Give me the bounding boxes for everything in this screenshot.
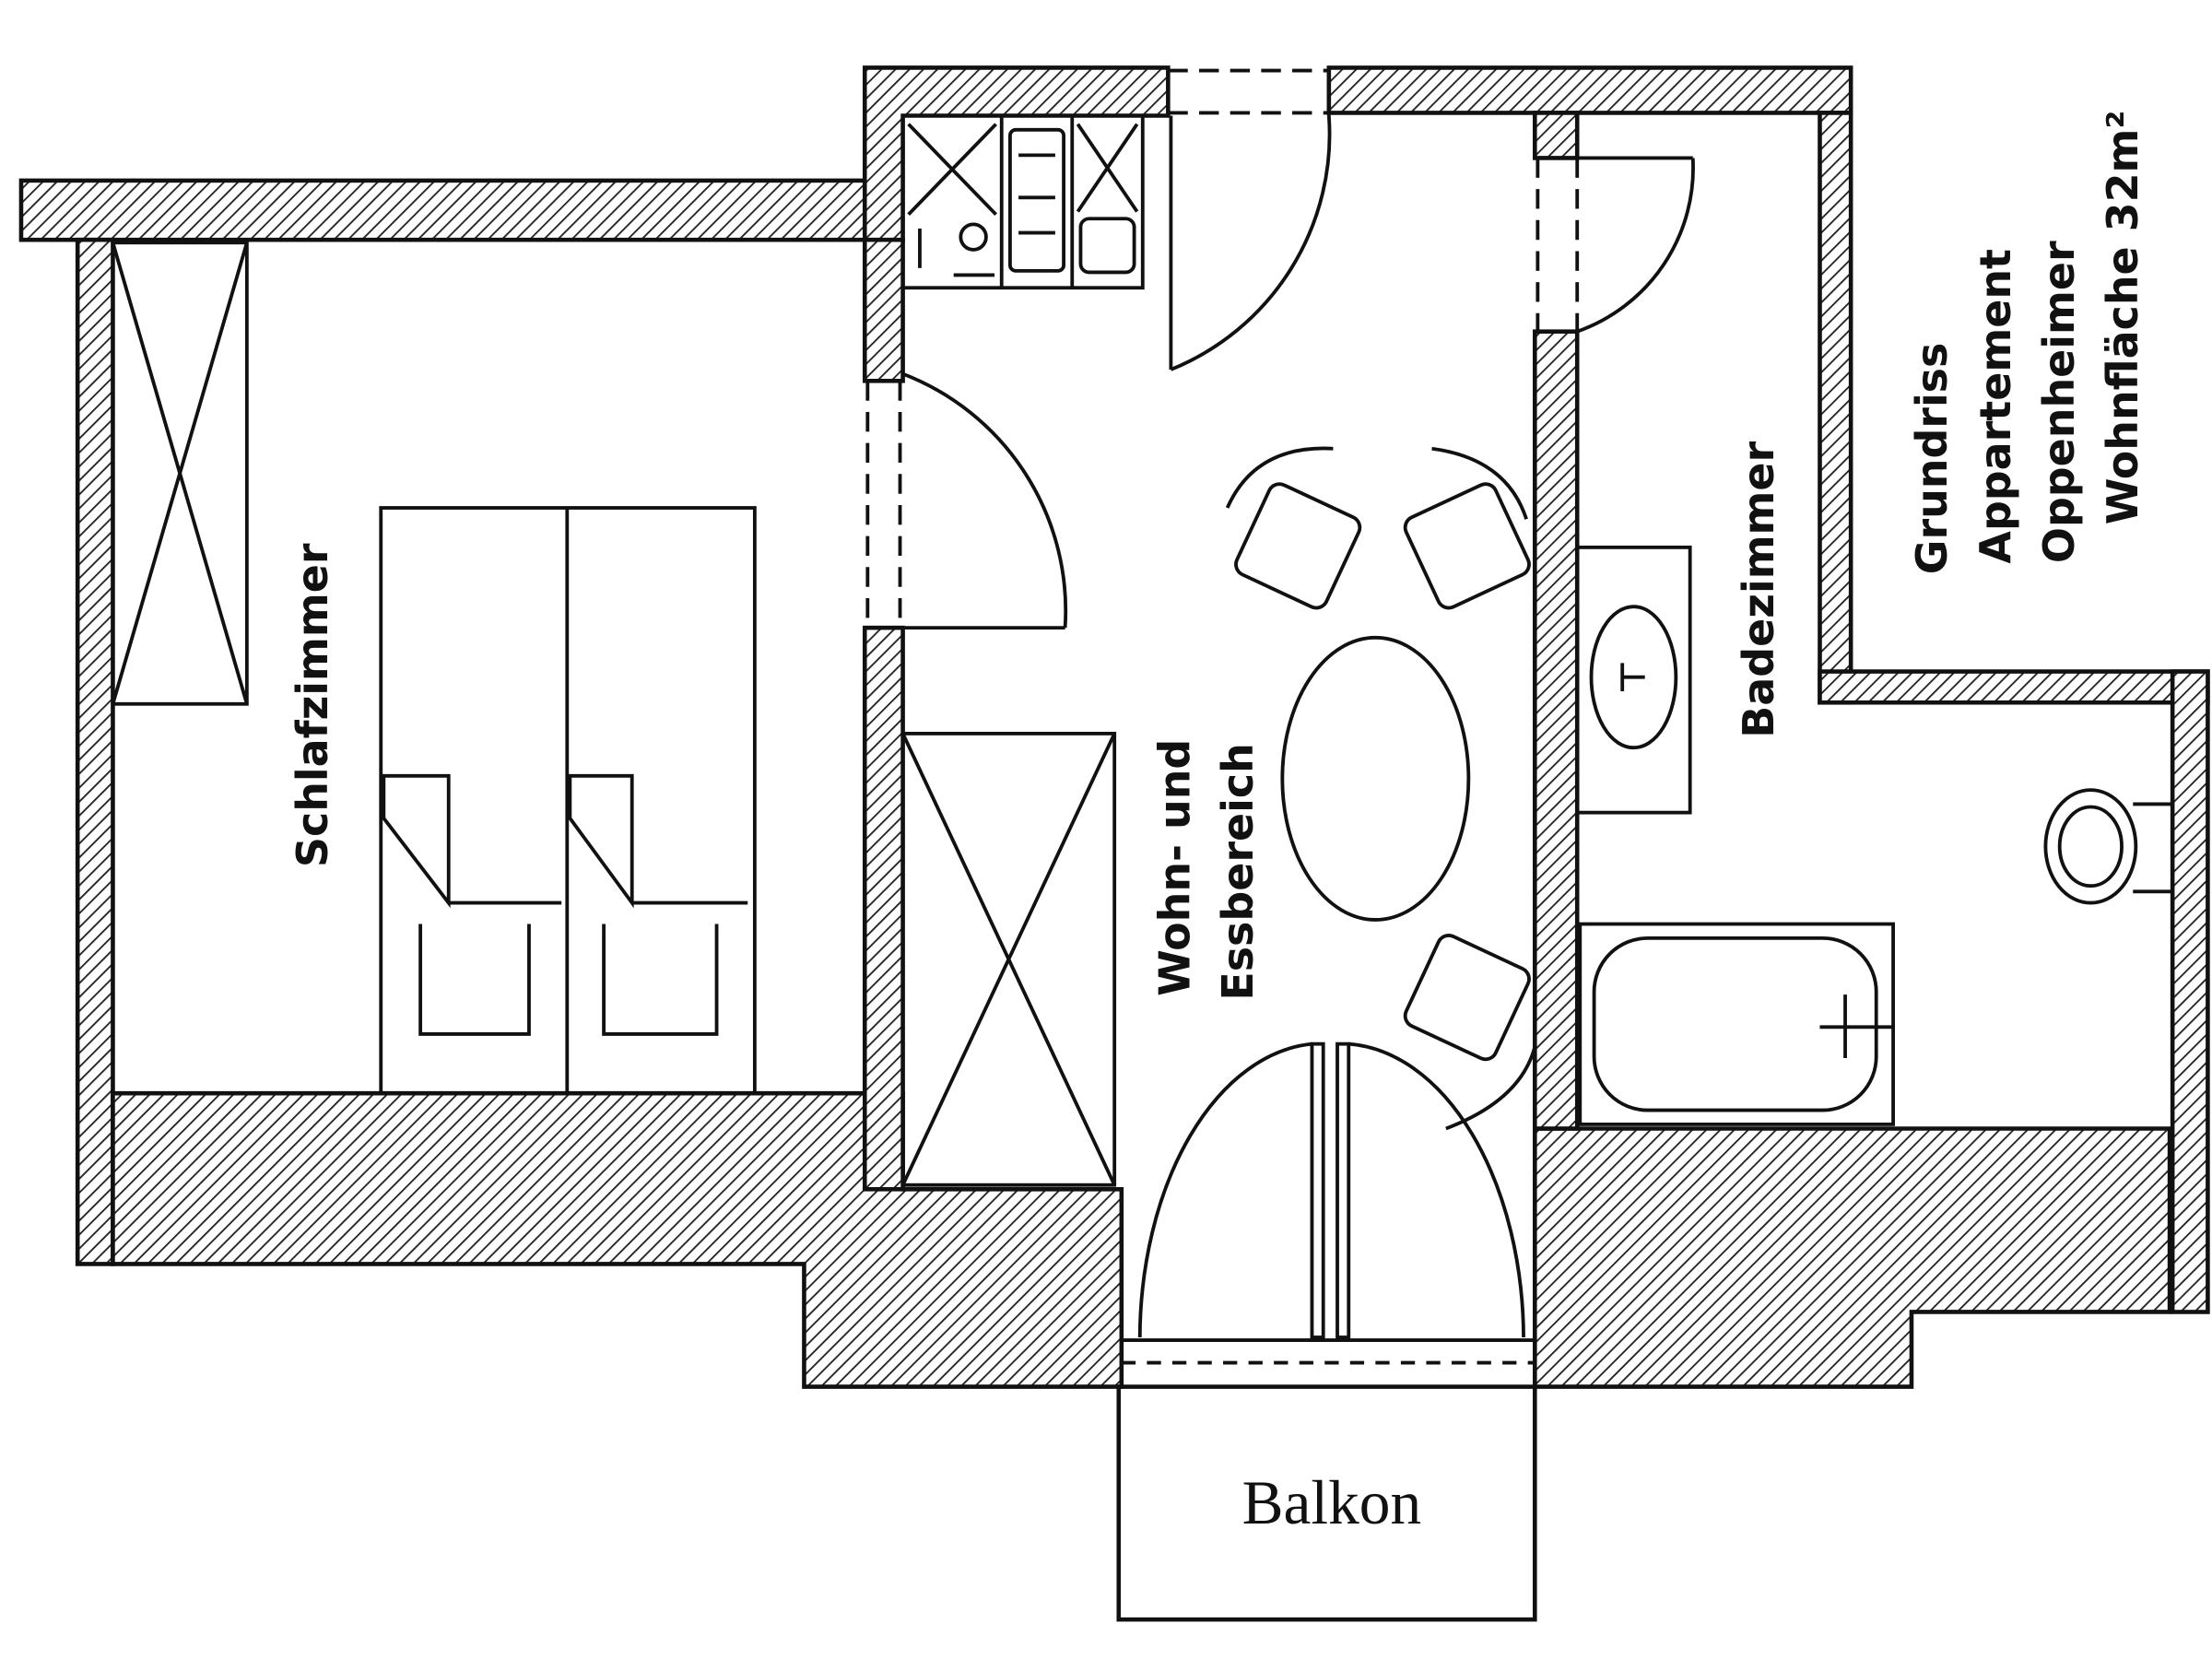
title-line1: Grundriss xyxy=(1907,343,1957,575)
chair-bottom-right xyxy=(1403,934,1537,1131)
wall-bath-left-lower xyxy=(1533,329,1580,1131)
wall-south xyxy=(111,1090,1124,1389)
bathroom-door xyxy=(1576,156,1695,334)
label-wohn-line2: Essbereich xyxy=(1213,743,1263,1000)
title-line3: Oppenheimer xyxy=(2034,241,2084,563)
dining-table xyxy=(1280,635,1471,922)
wall-right-lower xyxy=(2170,669,2210,1314)
closet-living xyxy=(900,732,1117,1187)
doors xyxy=(901,115,1695,1339)
wall-right-ledge xyxy=(1818,669,2210,705)
opening-bedroom xyxy=(865,379,903,630)
wall-bath-left-upper xyxy=(1533,111,1580,160)
label-balkon: Balkon xyxy=(1242,1468,1422,1537)
wall-bedroom-top xyxy=(18,178,870,242)
wall-bedroom-left xyxy=(75,237,115,1266)
bathroom-fixtures xyxy=(1575,545,2173,1126)
balcony-door-left xyxy=(1137,1041,1325,1339)
bathtub xyxy=(1578,922,1895,1126)
chair-top-left xyxy=(1225,446,1362,610)
chair-top-right xyxy=(1403,446,1531,610)
walls xyxy=(18,65,2210,1389)
dining-set xyxy=(1225,446,1537,1131)
double-bed xyxy=(379,506,757,1096)
wall-central-lower xyxy=(862,625,905,1192)
wall-central-upper xyxy=(862,237,905,383)
blanket-left xyxy=(418,924,531,1036)
title-line2: Appartement xyxy=(1971,249,2020,564)
washbasin xyxy=(1575,545,1692,815)
balcony-door-right xyxy=(1335,1041,1525,1339)
wall-top-mid xyxy=(1326,65,1853,115)
balcony-threshold xyxy=(1121,1338,1535,1389)
pillow-right xyxy=(568,773,748,909)
fridge-icon xyxy=(1076,123,1139,275)
label-badezimmer: Badezimmer xyxy=(1734,441,1783,738)
window-top xyxy=(1166,67,1331,116)
kitchenette xyxy=(900,113,1145,290)
title-line4: Wohnfläche 32m² xyxy=(2098,111,2147,525)
bedroom-door xyxy=(901,371,1068,630)
label-schlafzimmer: Schlafzimmer xyxy=(288,543,337,867)
label-wohn-line1: Wohn- und xyxy=(1149,739,1199,996)
bedroom-furniture xyxy=(111,241,757,1096)
blanket-right xyxy=(602,924,719,1036)
sink-icon xyxy=(1008,127,1065,273)
toilet xyxy=(2043,788,2173,905)
wardrobe-bedroom xyxy=(111,241,249,706)
opening-bath xyxy=(1535,156,1580,334)
wall-south-right xyxy=(1533,1126,2172,1389)
stove-icon xyxy=(907,123,997,277)
wall-right-upper xyxy=(1818,111,1853,705)
entry-door xyxy=(1169,115,1332,371)
labels: Schlafzimmer Wohn- und Essbereich Badezi… xyxy=(288,111,2147,1538)
pillow-left xyxy=(382,773,562,909)
balcony-area xyxy=(1116,1384,1537,1622)
